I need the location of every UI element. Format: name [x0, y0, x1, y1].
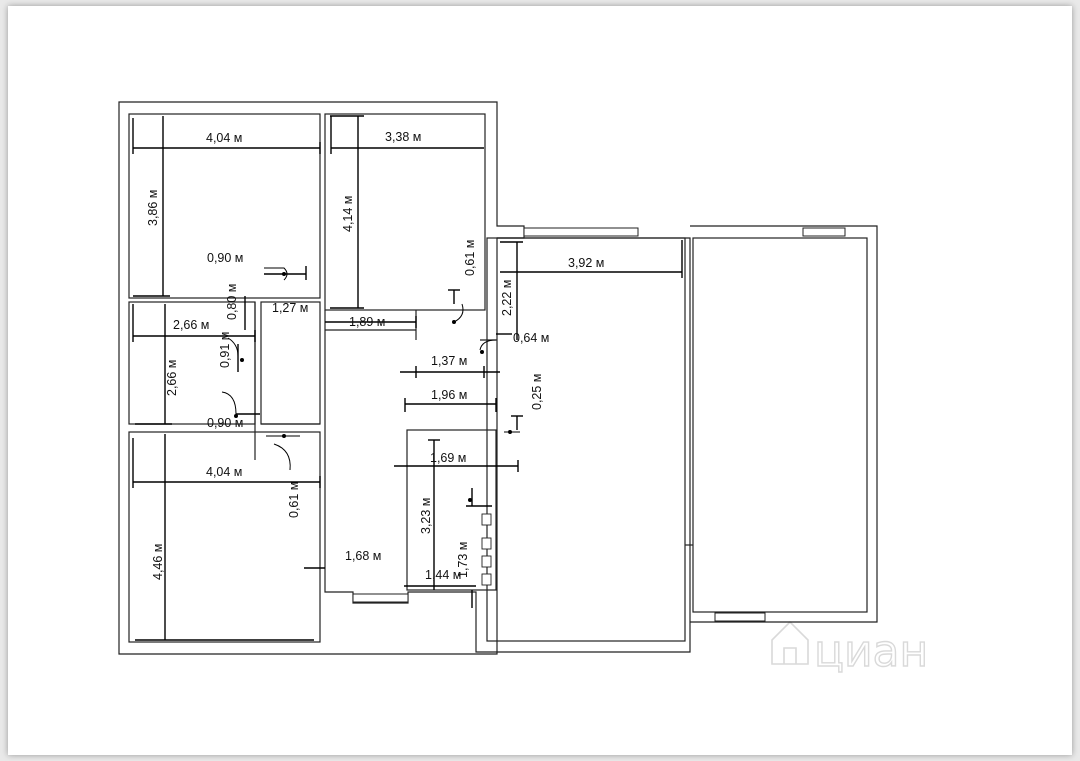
dim-label: 3,86 м [146, 190, 160, 226]
doors [221, 267, 520, 502]
room-kitchen [406, 429, 497, 591]
window-balcony-bottom [714, 612, 766, 622]
watermark-brand: циан [814, 626, 928, 677]
dim-label: 4,46 м [151, 544, 165, 580]
room-closet [260, 301, 321, 425]
cian-watermark: циан [771, 620, 929, 678]
dimension-lines [132, 115, 683, 641]
dim-label: 1,96 м [431, 388, 467, 402]
walls [118, 101, 878, 655]
dim-label: 4,14 м [341, 196, 355, 232]
room-bedroom-top-left [128, 113, 321, 299]
dim-label: 1,68 м [345, 549, 381, 563]
dim-label: 2,66 м [165, 360, 179, 396]
room-large-right [486, 237, 686, 642]
dim-label: 0,91 м [218, 332, 232, 368]
cian-house-logo-icon [771, 620, 809, 665]
dim-label: 0,80 м [225, 284, 239, 320]
dim-label: 4,04 м [206, 131, 242, 145]
dimension-labels: 4,04 м 3,38 м 3,86 м 4,14 м 0,90 м 0,61 … [146, 130, 604, 582]
dim-label: 1,37 м [431, 354, 467, 368]
dim-label: 0,25 м [530, 374, 544, 410]
dim-label: 1,44 м [425, 568, 461, 582]
window-balcony-top [802, 227, 846, 237]
dim-label: 1,73 м [456, 542, 470, 578]
dim-label: 1,27 м [272, 301, 308, 315]
dim-label: 3,92 м [568, 256, 604, 270]
outer-wall-right-block [690, 225, 878, 623]
dim-label: 0,64 м [513, 331, 549, 345]
dim-label: 0,90 м [207, 251, 243, 265]
room-bedroom-bottom-left [128, 431, 321, 643]
room-bedroom-top-middle [324, 113, 486, 311]
plan-sheet: циан [8, 6, 1072, 755]
dim-label: 0,90 м [207, 416, 243, 430]
dim-label: 0,61 м [463, 240, 477, 276]
windows [352, 227, 846, 622]
dim-label: 3,38 м [385, 130, 421, 144]
window-hall-bottom [352, 593, 409, 603]
dim-label: 3,23 м [419, 498, 433, 534]
dim-label: 0,61 м [287, 482, 301, 518]
window-top-right [523, 227, 639, 237]
room-balcony [692, 237, 868, 613]
dim-label: 2,66 м [173, 318, 209, 332]
dim-label: 4,04 м [206, 465, 242, 479]
floor-plan: циан [118, 101, 929, 678]
dim-label: 2,22 м [500, 280, 514, 316]
stove [481, 513, 492, 586]
dim-label: 1,89 м [349, 315, 385, 329]
dim-label: 1,69 м [430, 451, 466, 465]
hall-outline [324, 237, 691, 653]
